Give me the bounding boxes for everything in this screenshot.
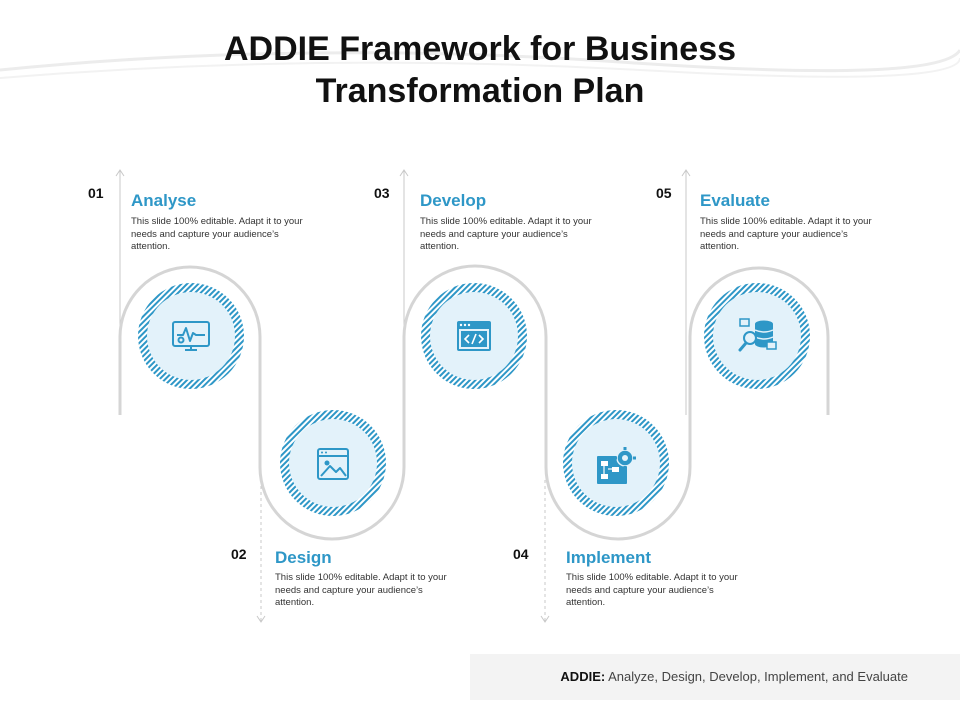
page-title: ADDIE Framework for Business Transformat…: [0, 28, 960, 112]
code-window-icon: [457, 321, 491, 351]
step-number-03: 03: [374, 185, 390, 201]
step-title-design: Design: [275, 548, 332, 567]
guide-arrow-01: [115, 169, 125, 177]
serpentine-path: [118, 264, 830, 541]
title-line-2: Transformation Plan: [315, 72, 645, 110]
guide-arrow-04: [540, 615, 550, 623]
flowchart-gear-icon: [597, 447, 636, 484]
image-window-icon: [317, 448, 349, 480]
step-number-04: 04: [513, 546, 529, 562]
guide-arrow-02: [256, 615, 266, 623]
monitor-heartbeat-icon: [172, 321, 210, 351]
step-description-develop: This slide 100% editable. Adapt it to yo…: [420, 216, 592, 252]
step-title-evaluate: Evaluate: [700, 191, 770, 210]
step-number-01: 01: [88, 185, 104, 201]
background-swoosh: [0, 49, 960, 79]
footer-bar: ADDIE: Analyze, Design, Develop, Impleme…: [470, 654, 960, 700]
step-description-implement: This slide 100% editable. Adapt it to yo…: [566, 572, 738, 608]
guide-arrow-05: [681, 169, 691, 177]
step-description-evaluate: This slide 100% editable. Adapt it to yo…: [700, 216, 872, 252]
database-search-icon: [738, 318, 777, 352]
title-line-1: ADDIE Framework for Business: [223, 30, 737, 68]
step-description-design: This slide 100% editable. Adapt it to yo…: [275, 572, 447, 608]
step-circle-02: [280, 410, 386, 516]
step-title-implement: Implement: [566, 548, 652, 567]
step-number-02: 02: [231, 546, 247, 562]
footer-caption: ADDIE: Analyze, Design, Develop, Impleme…: [560, 669, 908, 684]
step-number-05: 05: [656, 185, 672, 201]
guide-arrow-03: [399, 169, 409, 177]
footer-label: ADDIE:: [560, 669, 606, 684]
step-title-develop: Develop: [420, 191, 487, 210]
footer-text: Analyze, Design, Develop, Implement, and…: [605, 669, 908, 684]
step-description-analyse: This slide 100% editable. Adapt it to yo…: [131, 216, 303, 252]
step-title-analyse: Analyse: [131, 191, 197, 210]
